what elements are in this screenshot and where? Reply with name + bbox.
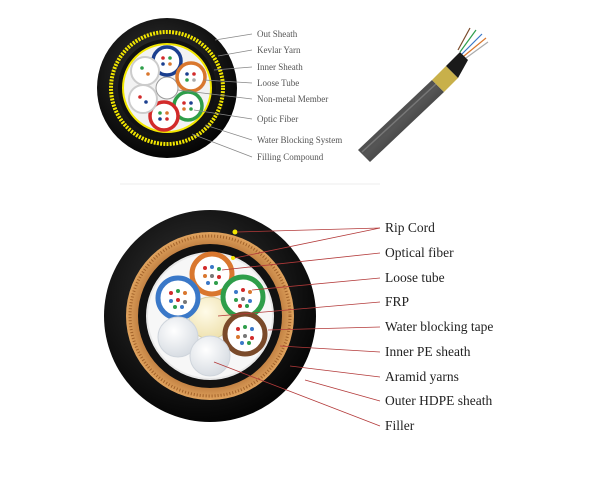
- filler: [157, 316, 199, 358]
- bottom-labels: Rip Cord Optical fiber Loose tube FRP Wa…: [385, 220, 493, 433]
- label-optic-fiber: Optic Fiber: [257, 114, 298, 124]
- top-tube: [175, 61, 207, 93]
- label-rip-cord: Rip Cord: [385, 220, 435, 235]
- label-inner-pe-sheath: Inner PE sheath: [385, 344, 471, 359]
- top-loose-tubes: [128, 45, 207, 132]
- label-aramid-yarns: Aramid yarns: [385, 369, 459, 384]
- label-non-metal-member: Non-metal Member: [257, 94, 328, 104]
- label-filling-compound: Filling Compound: [257, 152, 324, 162]
- label-optical-fiber: Optical fiber: [385, 245, 454, 260]
- top-tube: [128, 84, 158, 114]
- label-kevlar-yarn: Kevlar Yarn: [257, 45, 301, 55]
- filler: [189, 335, 231, 377]
- top-labels: Out Sheath Kevlar Yarn Inner Sheath Loos…: [257, 29, 342, 162]
- bottom-cross-section: Rip Cord Optical fiber Loose tube FRP Wa…: [104, 210, 493, 433]
- top-kevlar-yarn: [109, 30, 225, 146]
- cable-jacket-shadow: [361, 83, 437, 153]
- cable-jacket: [358, 80, 444, 162]
- label-out-sheath: Out Sheath: [257, 29, 298, 39]
- top-tube: [148, 100, 180, 132]
- label-filler: Filler: [385, 418, 415, 433]
- cable-side-view: [358, 27, 489, 162]
- label-frp: FRP: [385, 294, 409, 309]
- label-loose-tube: Loose Tube: [257, 78, 299, 88]
- optical-fibers: [169, 265, 254, 345]
- rip-cord: [232, 229, 238, 235]
- cable-inner-end: [446, 52, 468, 78]
- label-water-blocking-system: Water Blocking System: [257, 135, 342, 145]
- label-loose-tube: Loose tube: [385, 270, 445, 285]
- top-non-metal-member: [155, 76, 179, 100]
- top-cross-section: Out Sheath Kevlar Yarn Inner Sheath Loos…: [97, 18, 342, 162]
- rip-cord: [231, 256, 235, 260]
- aramid-texture: [128, 234, 292, 398]
- cable-aramid-end: [432, 66, 458, 92]
- cable-fibers: [457, 27, 489, 59]
- label-water-blocking-tape: Water blocking tape: [385, 319, 493, 334]
- top-leader-lines: [177, 33, 253, 158]
- top-tube: [130, 56, 160, 86]
- top-optic-fibers: [138, 56, 196, 121]
- label-inner-sheath: Inner Sheath: [257, 62, 303, 72]
- bottom-leader-lines: [213, 227, 381, 427]
- label-outer-hdpe-sheath: Outer HDPE sheath: [385, 393, 492, 408]
